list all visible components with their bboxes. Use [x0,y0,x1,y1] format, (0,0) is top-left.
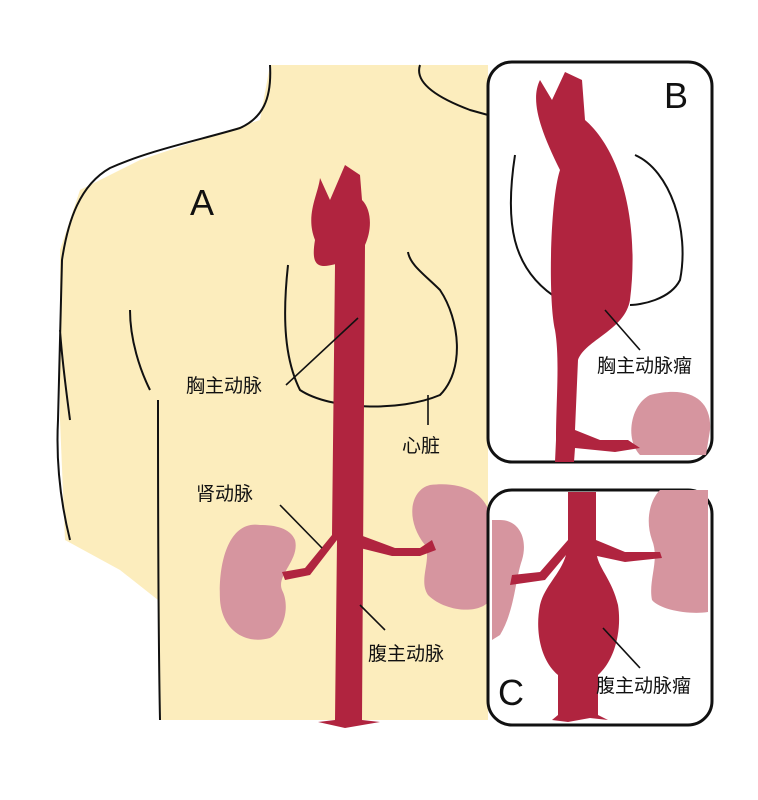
label-thoracic-aorta: 胸主动脉 [186,375,262,397]
kidney-right [412,484,491,610]
panel-c: C 腹主动脉瘤 [486,488,714,727]
panel-label-b: B [664,75,688,116]
label-renal-artery: 肾动脉 [196,483,253,505]
label-thoracic-aneurysm: 胸主动脉瘤 [597,355,692,377]
label-heart: 心脏 [402,435,440,457]
torso-outline [56,64,489,721]
panel-b: B 胸主动脉瘤 [486,60,714,464]
aorta [282,165,380,728]
label-abdominal-aneurysm: 腹主动脉瘤 [596,675,691,697]
leader-lines-a [279,317,429,631]
panel-label-c: C [498,672,524,713]
renal-branch-right [360,535,436,556]
label-abdominal-aorta: 腹主动脉 [368,643,444,665]
panel-label-a: A [190,182,214,223]
kidney-left [219,524,296,640]
torso [60,65,488,720]
heart-outline [284,251,458,408]
